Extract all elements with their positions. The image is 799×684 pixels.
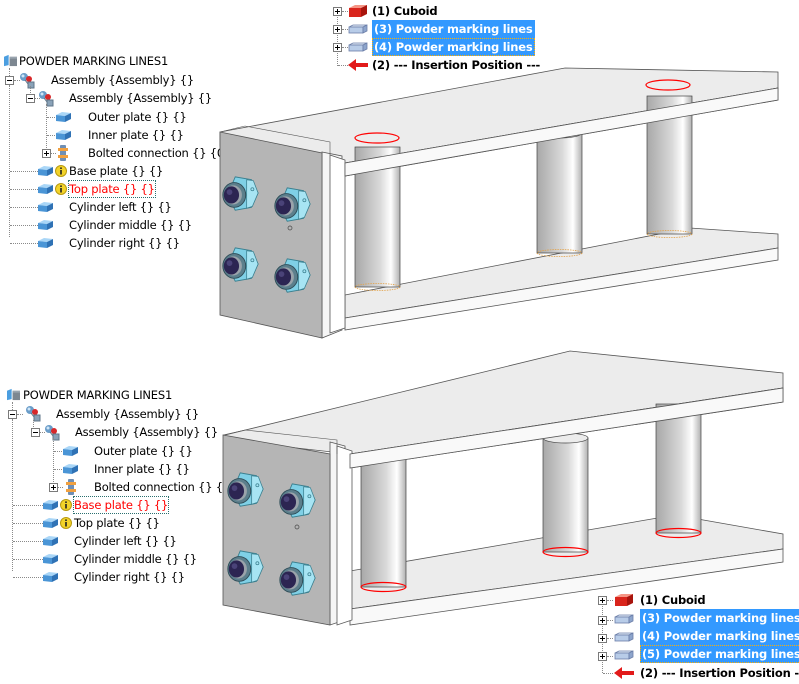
project-icon	[6, 388, 21, 401]
feature-label: (4) Powder marking lines	[372, 38, 535, 56]
item-label: Assembly {Assembly} {}	[51, 73, 195, 87]
outer-plate[interactable]	[219, 131, 323, 339]
project-icon	[3, 54, 18, 67]
item-label: Cylinder middle {} {}	[69, 218, 192, 232]
cylinder-middle[interactable]	[542, 437, 589, 553]
powder-marking-icon	[613, 613, 635, 625]
part-icon	[61, 463, 79, 475]
collapse-toggle[interactable]	[5, 76, 14, 85]
info-icon	[55, 165, 67, 177]
expand-toggle[interactable]	[333, 25, 342, 34]
tree-root-label: POWDER MARKING LINES1	[19, 54, 169, 68]
part-icon	[61, 445, 79, 457]
info-icon	[60, 499, 72, 511]
item-label: Assembly {Assembly} {}	[56, 407, 200, 421]
bolted-connection-icon	[65, 478, 77, 496]
cylinder-left[interactable]	[360, 454, 407, 588]
item-label: Outer plate {} {}	[94, 444, 193, 458]
part-icon	[36, 219, 54, 231]
info-icon	[60, 517, 72, 529]
feature-label: (4) Powder marking lines	[640, 627, 799, 645]
structure-tree-top: POWDER MARKING LINES1 Assembly {Assembly…	[0, 52, 231, 262]
structure-tree-bottom: POWDER MARKING LINES1 Assembly {Assembly…	[3, 386, 237, 586]
feature-label: (5) Powder marking lines	[640, 645, 799, 663]
feature-label: (2) --- Insertion Position ---	[372, 58, 541, 72]
expand-toggle[interactable]	[598, 616, 607, 625]
item-label: Top plate {} {}	[74, 516, 160, 530]
expand-toggle[interactable]	[598, 652, 607, 661]
expand-toggle[interactable]	[333, 43, 342, 52]
insertion-arrow-icon	[613, 667, 635, 679]
part-icon	[36, 237, 54, 249]
feature-label: (1) Cuboid	[640, 593, 706, 607]
part-icon	[41, 517, 59, 529]
powder-marking-icon	[613, 631, 635, 643]
collapse-toggle[interactable]	[31, 428, 40, 437]
expand-toggle[interactable]	[49, 483, 58, 492]
powder-marking-icon	[347, 23, 369, 35]
cylinder-middle[interactable]	[536, 132, 583, 254]
powder-marking-line[interactable]	[655, 527, 702, 539]
collapse-toggle[interactable]	[26, 94, 35, 103]
item-label: Bolted connection {} {0}	[94, 480, 238, 494]
item-label: Cylinder right {} {}	[69, 236, 180, 250]
expand-toggle[interactable]	[598, 596, 607, 605]
part-icon	[41, 535, 59, 547]
feature-label: (3) Powder marking lines	[372, 20, 535, 38]
expand-toggle[interactable]	[42, 149, 51, 158]
item-label: Cylinder right {} {}	[74, 570, 185, 584]
part-icon	[54, 129, 72, 141]
cuboid-icon	[613, 593, 635, 607]
bolted-connection-icon	[57, 144, 69, 162]
item-label: Assembly {Assembly} {}	[75, 425, 219, 439]
item-label: Base plate {} {}	[69, 164, 164, 178]
part-icon	[36, 165, 54, 177]
expand-toggle[interactable]	[598, 634, 607, 643]
collapse-toggle[interactable]	[8, 410, 17, 419]
assembly-icon	[18, 71, 36, 89]
part-icon	[41, 553, 59, 565]
model-view-bottom[interactable]	[215, 350, 799, 630]
feature-label: (3) Powder marking lines	[640, 609, 799, 627]
part-icon	[54, 111, 72, 123]
tree-root-label: POWDER MARKING LINES1	[23, 388, 173, 402]
assembly-icon	[43, 423, 61, 441]
model-view-top[interactable]	[210, 60, 799, 345]
powder-marking-line[interactable]	[360, 581, 407, 593]
item-label: Base plate {} {}	[73, 496, 170, 514]
item-label: Cylinder left {} {}	[69, 200, 172, 214]
item-label: Top plate {} {}	[68, 180, 156, 198]
expand-toggle[interactable]	[333, 7, 342, 16]
part-icon	[41, 571, 59, 583]
powder-marking-icon	[613, 649, 635, 661]
item-label: Inner plate {} {}	[94, 462, 190, 476]
info-icon	[55, 183, 67, 195]
cylinder-right[interactable]	[655, 403, 702, 534]
feature-list-bottom: (1) Cuboid (3) Powder marking lines (4) …	[595, 591, 799, 683]
part-icon	[36, 183, 54, 195]
item-label: Assembly {Assembly} {}	[69, 91, 213, 105]
outer-plate[interactable]	[222, 434, 331, 626]
powder-marking-line[interactable]	[645, 79, 691, 91]
powder-marking-icon	[347, 41, 369, 53]
powder-marking-line[interactable]	[542, 546, 589, 558]
item-label: Bolted connection {} {0}	[88, 146, 232, 160]
cuboid-icon	[347, 4, 369, 18]
item-label: Cylinder left {} {}	[74, 534, 177, 548]
feature-label: (2) --- Insertion Position ---	[640, 666, 799, 680]
powder-marking-line[interactable]	[354, 132, 400, 144]
feature-list-top: (1) Cuboid (3) Powder marking lines (4) …	[330, 2, 540, 72]
item-label: Outer plate {} {}	[88, 110, 187, 124]
feature-label: (1) Cuboid	[372, 4, 438, 18]
item-label: Inner plate {} {}	[88, 128, 184, 142]
part-icon	[41, 499, 59, 511]
item-label: Cylinder middle {} {}	[74, 552, 197, 566]
part-icon	[36, 201, 54, 213]
